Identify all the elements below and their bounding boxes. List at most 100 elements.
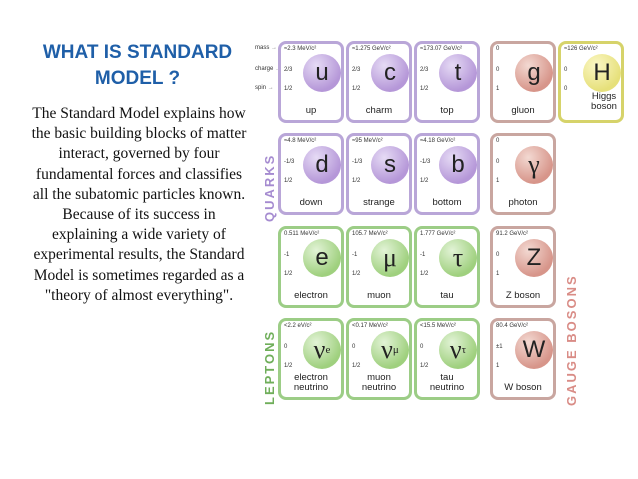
particle-name-line2: neutrino xyxy=(293,382,329,393)
particle-name: Z boson xyxy=(505,290,541,301)
particle-card-top: ≈173.07 GeV/c² 2/3 1/2 t top xyxy=(414,41,480,123)
particle-card-electron: 0.511 MeV/c² -1 1/2 e electron xyxy=(278,226,344,308)
particle-name: tau neutrino xyxy=(417,373,477,393)
particle-spin: 1/2 xyxy=(284,271,293,277)
particle-mass: ≈4.8 MeV/c² xyxy=(284,138,317,144)
particle-card-tau: 1.777 GeV/c² -1 1/2 τ tau xyxy=(414,226,480,308)
slide-body: The Standard Model explains how the basi… xyxy=(31,105,247,304)
particle-card-bottom: ≈4.18 GeV/c² -1/3 1/2 b bottom xyxy=(414,133,480,215)
particle-spin: 1/2 xyxy=(420,271,429,277)
particle-mass: ≈1.275 GeV/c² xyxy=(352,46,391,52)
particle-charge: 2/3 xyxy=(284,67,293,73)
particle-spin: 1 xyxy=(496,363,500,369)
particle-charge: -1/3 xyxy=(352,159,363,165)
particle-charge: 0 xyxy=(420,344,424,350)
particle-name-line2: neutrino xyxy=(361,382,397,393)
particle-name: tau xyxy=(440,290,454,301)
particle-name: up xyxy=(305,105,317,116)
particle-spin: 1/2 xyxy=(352,363,361,369)
particle-symbol: g xyxy=(515,54,553,92)
particle-spin: 1/2 xyxy=(284,363,293,369)
particle-name: muon neutrino xyxy=(349,373,409,393)
particle-name-line1: Higgs xyxy=(591,91,617,102)
particle-mass: 80.4 GeV/c² xyxy=(496,323,529,329)
particle-mass: <15.5 MeV/c² xyxy=(420,323,456,329)
particle-name: down xyxy=(299,197,323,208)
row-key-mass: mass → xyxy=(255,45,278,51)
particle-name-line1: muon xyxy=(367,372,391,383)
particle-card-higgs: ≈126 GeV/c² 0 0 H Higgs boson xyxy=(558,41,624,123)
particle-charge: 0 xyxy=(496,159,500,165)
particle-mass: 0 xyxy=(496,138,500,144)
particle-mass: ≈173.07 GeV/c² xyxy=(420,46,462,52)
particle-card-up: ≈2.3 MeV/c² 2/3 1/2 u up xyxy=(278,41,344,123)
particle-mass: 105.7 MeV/c² xyxy=(352,231,388,237)
particle-name: Higgs boson xyxy=(587,92,621,112)
particle-card-photon: 0 0 1 γ photon xyxy=(490,133,556,215)
particle-spin: 1/2 xyxy=(420,363,429,369)
particle-name: bottom xyxy=(432,197,462,208)
particle-spin: 1/2 xyxy=(284,178,293,184)
particle-spin: 1/2 xyxy=(352,271,361,277)
particle-name-line1: tau xyxy=(440,372,454,383)
slide-title: WHAT IS STANDARD MODEL ? xyxy=(30,40,245,92)
particle-charge: 0 xyxy=(496,252,500,258)
particle-charge: -1 xyxy=(420,252,426,258)
particle-symbol: s xyxy=(371,146,409,184)
particle-symbol: H xyxy=(583,54,621,92)
particle-charge: ±1 xyxy=(496,344,503,350)
particle-mass: 91.2 GeV/c² xyxy=(496,231,529,237)
particle-symbol: μ xyxy=(371,239,409,277)
particle-symbol: e xyxy=(303,239,341,277)
particle-mass: ≈126 GeV/c² xyxy=(564,46,598,52)
particle-charge: 0 xyxy=(496,67,500,73)
particle-name: W boson xyxy=(504,382,542,393)
particle-card-muon: 105.7 MeV/c² -1 1/2 μ muon xyxy=(346,226,412,308)
particle-name: top xyxy=(440,105,454,116)
particle-name: photon xyxy=(508,197,538,208)
particle-charge: 0 xyxy=(352,344,356,350)
particle-spin: 1/2 xyxy=(352,86,361,92)
particle-spin: 1 xyxy=(496,178,500,184)
group-label-quarks: QUARKS xyxy=(262,153,277,222)
particle-card-strange: ≈95 MeV/c² -1/3 1/2 s strange xyxy=(346,133,412,215)
particle-mass: 0 xyxy=(496,46,500,52)
particle-mass: ≈95 MeV/c² xyxy=(352,138,383,144)
particle-mass: ≈4.18 GeV/c² xyxy=(420,138,456,144)
particle-card-w-boson: 80.4 GeV/c² ±1 1 W W boson xyxy=(490,318,556,400)
slide-title-line1: WHAT IS STANDARD xyxy=(42,42,233,63)
particle-name-line2: boson xyxy=(591,101,617,112)
particle-spin: 1/2 xyxy=(420,86,429,92)
particle-spin: 0 xyxy=(564,86,568,92)
particle-symbol: u xyxy=(303,54,341,92)
row-key-spin: spin → xyxy=(255,85,274,91)
particle-charge: -1/3 xyxy=(420,159,431,165)
particle-name: charm xyxy=(365,105,393,116)
particle-charge: -1 xyxy=(352,252,358,258)
particle-spin: 1/2 xyxy=(352,178,361,184)
particle-name: electron neutrino xyxy=(281,373,341,393)
particle-symbol: Z xyxy=(515,239,553,277)
group-label-gauge-bosons: GAUGE BOSONS xyxy=(564,274,579,406)
particle-spin: 1 xyxy=(496,86,500,92)
particle-spin: 1/2 xyxy=(284,86,293,92)
particle-card-down: ≈4.8 MeV/c² -1/3 1/2 d down xyxy=(278,133,344,215)
particle-mass: <0.17 MeV/c² xyxy=(352,323,388,329)
particle-name-line2: neutrino xyxy=(429,382,465,393)
particle-charge: 2/3 xyxy=(352,67,361,73)
particle-name: muon xyxy=(367,290,391,301)
particle-symbol: τ xyxy=(439,239,477,277)
particle-mass: ≈2.3 MeV/c² xyxy=(284,46,317,52)
particle-spin: 1 xyxy=(496,271,500,277)
particle-symbol: b xyxy=(439,146,477,184)
particle-mass: 0.511 MeV/c² xyxy=(284,231,320,237)
particle-charge: 0 xyxy=(284,344,288,350)
particle-symbol: W xyxy=(515,331,553,369)
particle-card-gluon: 0 0 1 g gluon xyxy=(490,41,556,123)
particle-name: electron xyxy=(294,290,328,301)
